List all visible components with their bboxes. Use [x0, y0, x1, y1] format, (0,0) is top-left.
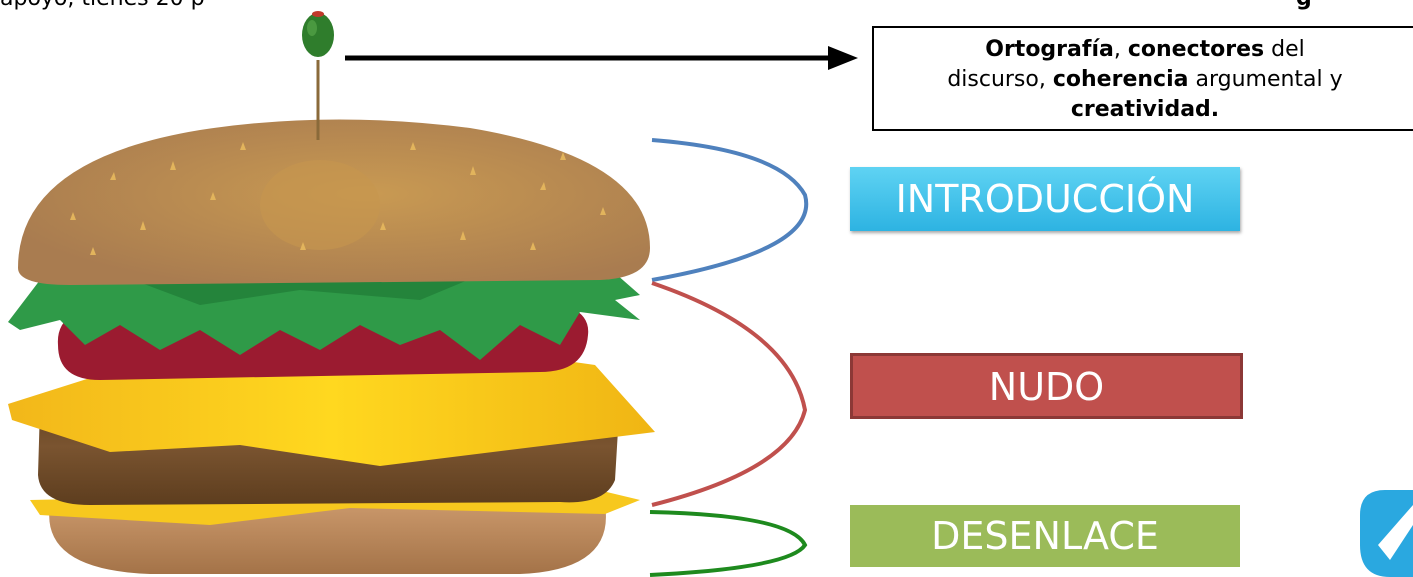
nudo-curve [651, 281, 808, 507]
note-word-discurso: discurso, [947, 67, 1046, 92]
top-cut-text: apoyo, tienes 20 p g [0, 0, 1413, 16]
corner-logo-icon [1360, 490, 1413, 577]
introduccion-label: INTRODUCCIÓN [850, 167, 1240, 231]
top-cut-text-right: g [1296, 0, 1312, 11]
note-word-creatividad: creatividad. [1070, 97, 1220, 122]
desenlace-label: DESENLACE [850, 505, 1240, 567]
intro-curve [651, 138, 809, 282]
note-box: Ortografía, conectores del discurso, coh… [872, 26, 1413, 131]
top-bun [18, 119, 650, 285]
top-cut-text-left: apoyo, tienes 20 p [0, 0, 205, 11]
olive-toothpick-icon [302, 11, 334, 140]
nudo-label: NUDO [850, 353, 1243, 419]
note-word-conectores: conectores [1127, 37, 1265, 62]
note-word-del: del [1271, 37, 1305, 62]
note-word-ortografia: Ortografía [985, 37, 1114, 62]
note-word-coherencia: coherencia [1052, 67, 1189, 92]
desenlace-curve [649, 510, 808, 577]
arrow-right-icon [345, 46, 858, 70]
note-word-argumental: argumental y [1195, 67, 1343, 92]
upper-cheese [8, 360, 655, 466]
